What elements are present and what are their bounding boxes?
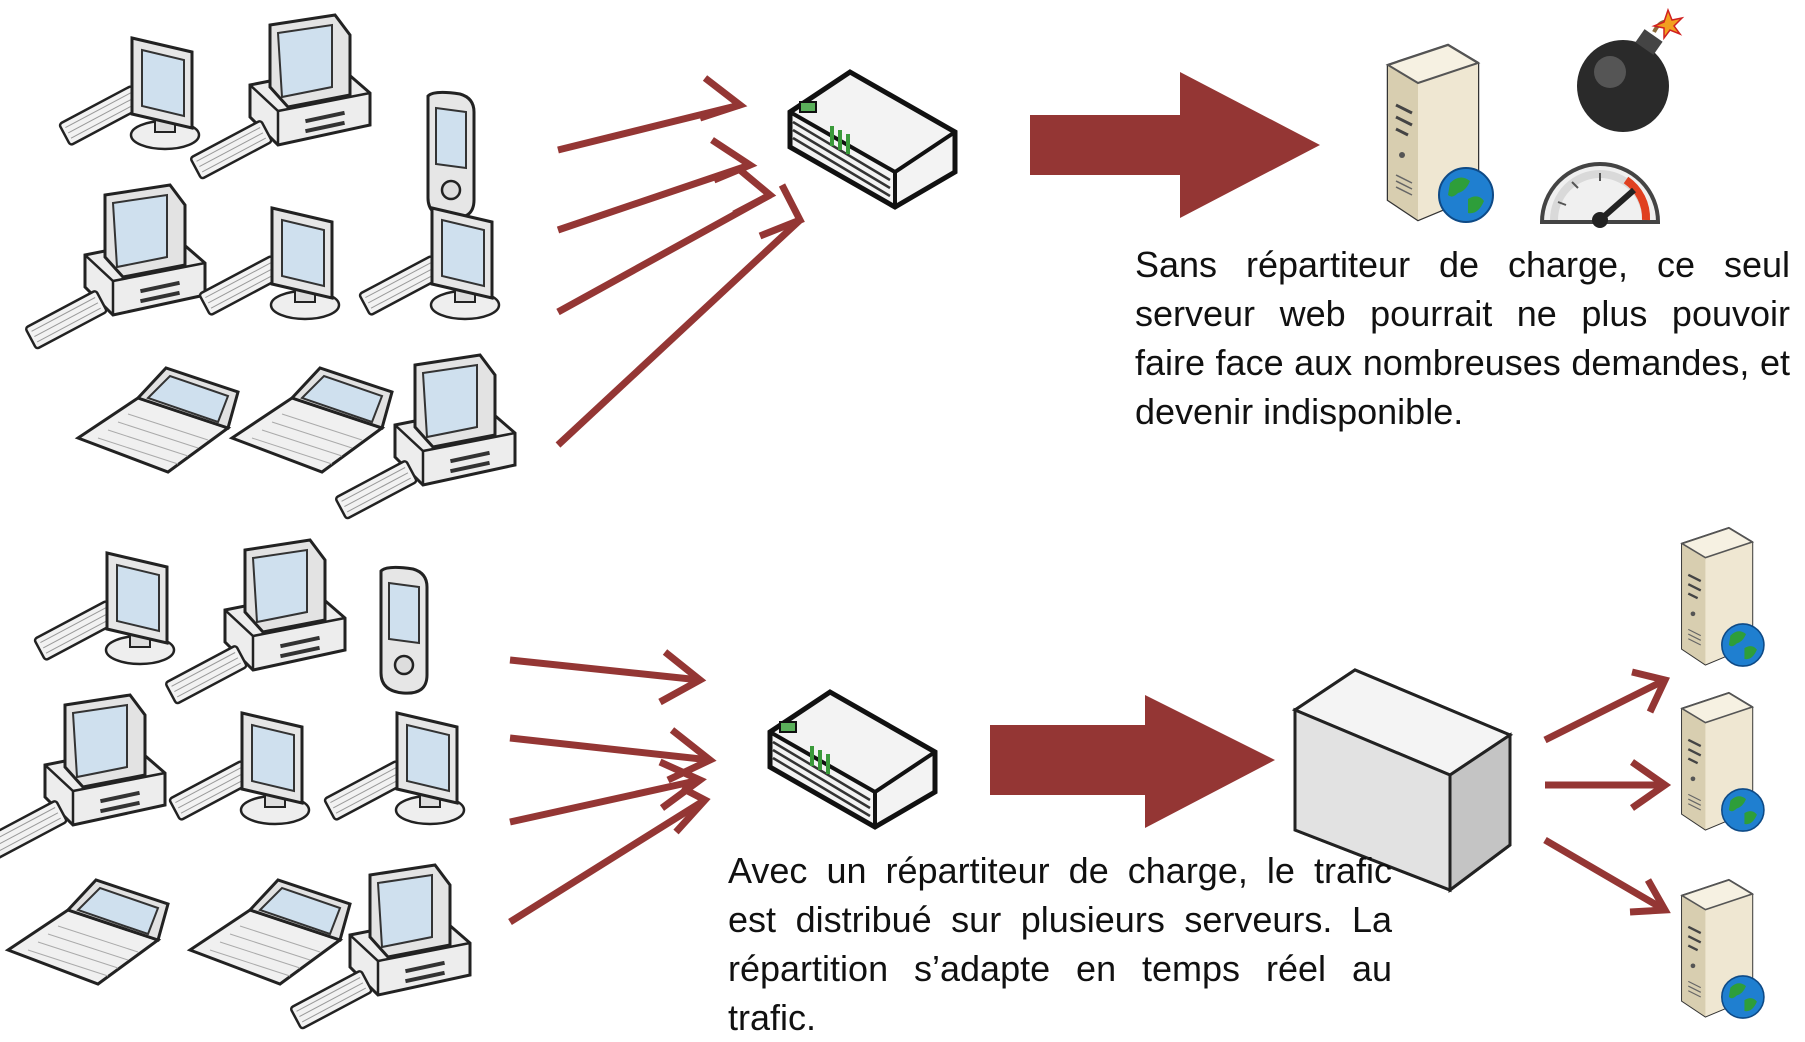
router-icon bbox=[770, 692, 935, 827]
arrowhead-icon bbox=[710, 137, 758, 184]
web-server-icon bbox=[1386, 43, 1495, 224]
web-server-icon bbox=[1680, 878, 1766, 1020]
arrow-icon bbox=[1543, 676, 1667, 744]
monitor-icon bbox=[197, 206, 341, 321]
laptop-icon bbox=[230, 366, 394, 474]
monitor-icon bbox=[322, 711, 466, 826]
client-arrows-top bbox=[555, 75, 805, 448]
laptop-icon bbox=[6, 878, 170, 986]
arrow-icon bbox=[509, 656, 701, 684]
clients-group-bottom bbox=[0, 538, 472, 1031]
pda-icon bbox=[379, 565, 429, 695]
big-arrow-icon bbox=[1030, 72, 1320, 218]
arrow-icon bbox=[509, 734, 711, 764]
monitor-icon bbox=[167, 711, 311, 826]
monitor-icon bbox=[57, 36, 201, 151]
clients-group-top bbox=[23, 13, 517, 521]
web-server-icon bbox=[1680, 526, 1766, 668]
desktop-computer-icon bbox=[23, 183, 207, 351]
arrowhead-icon bbox=[732, 167, 777, 218]
monitor-icon bbox=[357, 206, 501, 321]
arrowhead-icon bbox=[1629, 759, 1672, 811]
monitor-icon bbox=[32, 551, 176, 666]
arrowhead-icon bbox=[1629, 878, 1671, 916]
desktop-computer-icon bbox=[163, 538, 347, 706]
gauge-icon bbox=[1542, 164, 1658, 228]
arrowhead-icon bbox=[673, 784, 711, 835]
arrowhead-icon bbox=[1631, 668, 1670, 714]
arrowhead-icon bbox=[658, 758, 707, 811]
laptop-icon bbox=[76, 366, 240, 474]
bomb-icon bbox=[1575, 8, 1684, 134]
pda-icon bbox=[426, 90, 476, 220]
web-server-icon bbox=[1680, 691, 1766, 833]
arrow-icon bbox=[508, 797, 707, 925]
router-icon bbox=[790, 72, 955, 207]
caption-with-load-balancer: Avec un répartiteur de charge, le trafic… bbox=[728, 850, 1392, 1038]
laptop-icon bbox=[188, 878, 352, 986]
arrowhead-icon bbox=[758, 183, 805, 240]
big-arrow-icon bbox=[990, 695, 1275, 828]
desktop-computer-icon bbox=[188, 13, 372, 181]
arrow-icon bbox=[555, 217, 803, 448]
arrowhead-icon bbox=[698, 75, 748, 122]
arrow-icon bbox=[1543, 836, 1667, 914]
server-arrows bbox=[1543, 668, 1672, 916]
client-arrows-bottom bbox=[508, 649, 717, 925]
caption-without-load-balancer: Sans répartiteur de charge, ce seul serv… bbox=[1135, 244, 1790, 432]
desktop-computer-icon bbox=[0, 693, 167, 861]
arrowhead-icon bbox=[658, 649, 707, 706]
arrow-icon bbox=[509, 776, 701, 826]
